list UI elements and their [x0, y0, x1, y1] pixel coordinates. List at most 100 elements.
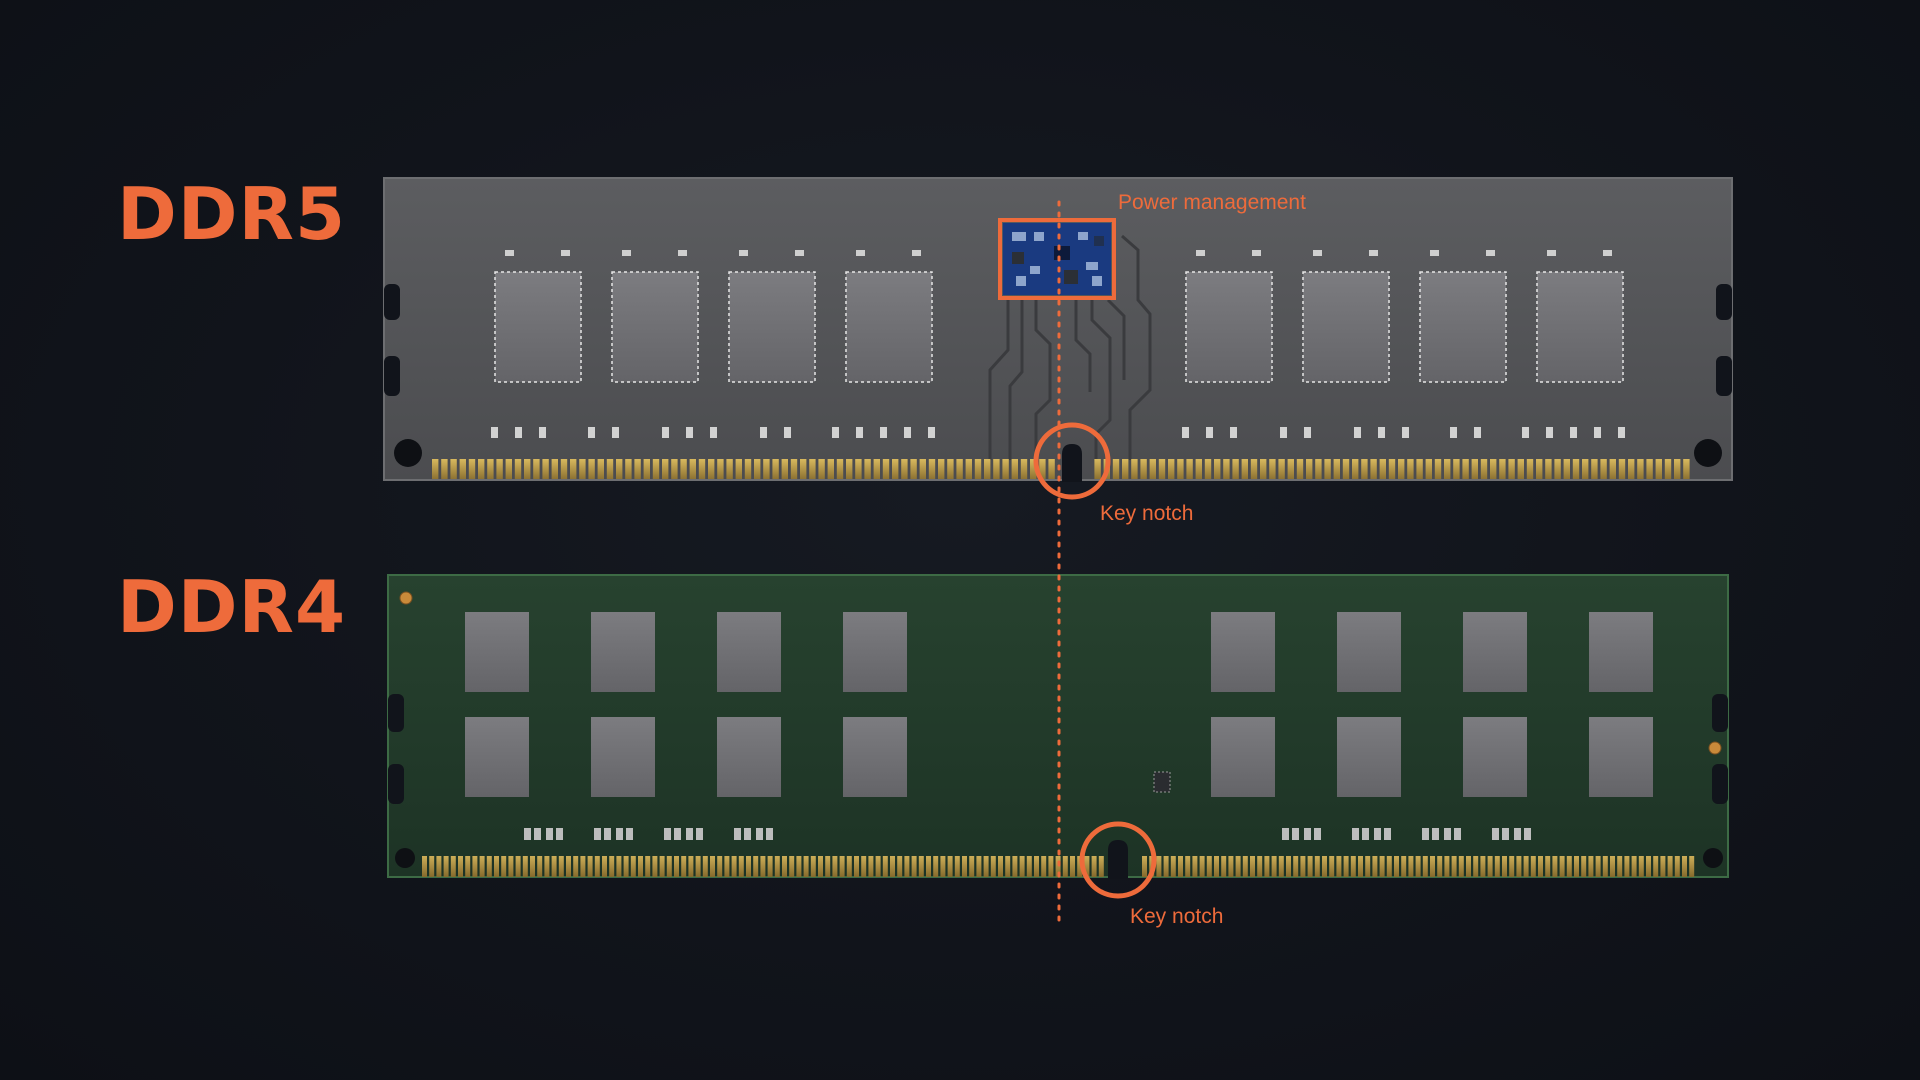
ddr4-gold-pin: [774, 856, 780, 877]
pmic-highlight-box: [998, 218, 1116, 300]
ddr4-capacitor: [766, 828, 773, 840]
ddr5-gold-pin: [947, 459, 954, 479]
ddr4-gold-pin: [580, 856, 586, 877]
ddr4-memory-chip: [843, 612, 907, 692]
ddr5-gold-pin: [827, 459, 834, 479]
ddr4-gold-pin: [1142, 856, 1147, 877]
ddr4-mounting-hole: [395, 848, 415, 868]
ddr4-memory-chip: [465, 612, 529, 692]
ddr4-gold-pin: [1091, 856, 1097, 877]
ddr4-mounting-hole: [1703, 848, 1723, 868]
ddr4-gold-pin: [1365, 856, 1371, 877]
ddr5-gold-pin: [680, 459, 687, 479]
ddr5-capacitor: [1354, 427, 1361, 438]
ddr5-gold-pin: [652, 459, 660, 479]
ddr5-gold-pin: [459, 459, 466, 479]
ddr4-gold-pin: [1163, 856, 1169, 877]
ddr5-gold-pin: [671, 459, 678, 479]
ddr4-gold-pin: [983, 856, 989, 877]
ddr5-gold-pin: [919, 459, 926, 479]
ddr5-gold-pin: [1490, 459, 1497, 479]
ddr5-gold-pin: [708, 459, 715, 479]
ddr4-memory-chip: [1463, 612, 1527, 692]
ddr5-capacitor: [612, 427, 619, 438]
ddr4-gold-pin: [746, 856, 751, 877]
ddr5-gold-pin: [1342, 459, 1350, 479]
ddr5-gold-pin: [1674, 459, 1681, 479]
ddr4-gold-pin: [796, 856, 802, 877]
ddr5-gold-pin: [1177, 459, 1184, 479]
ddr4-gold-pin: [1084, 856, 1090, 877]
ddr4-gold-pin: [443, 856, 449, 877]
ddr4-memory-chip: [717, 717, 781, 797]
ddr5-gold-pin: [1591, 459, 1598, 479]
ddr4-gold-pin: [1602, 856, 1608, 877]
ddr4-gold-pin: [494, 856, 499, 877]
ddr5-gold-pin: [781, 459, 788, 479]
ddr4-gold-pin: [976, 856, 982, 877]
ddr5-capacitor: [1230, 427, 1237, 438]
ddr5-gold-pin: [588, 459, 595, 479]
ddr5-capacitor: [1402, 427, 1409, 438]
ddr4-notch-highlight-circle: [1079, 821, 1157, 899]
ddr4-gold-pin: [1329, 856, 1335, 877]
ddr4-gold-pin: [710, 856, 715, 877]
ddr4-capacitor: [626, 828, 633, 840]
ddr4-gold-pin: [1523, 856, 1529, 877]
ddr4-gold-pin: [1242, 856, 1248, 877]
ddr5-gold-pin: [1269, 459, 1276, 479]
ddr4-capacitor: [556, 828, 563, 840]
ddr5-gold-pin: [965, 459, 972, 479]
ddr4-gold-pin: [1530, 856, 1536, 877]
ddr4-gold-pin: [890, 856, 895, 877]
ddr5-smd-pad: [1369, 250, 1378, 256]
ddr4-gold-pin: [1552, 856, 1558, 877]
ddr4-gold-pin: [666, 856, 672, 877]
ddr4-gold-pin: [904, 856, 910, 877]
ddr5-memory-chip: [611, 271, 699, 383]
ddr5-capacitor: [588, 427, 595, 438]
ddr5-gold-pin: [1628, 459, 1635, 479]
ddr4-gold-pin: [1214, 856, 1219, 877]
ddr5-gold-pin: [1112, 459, 1120, 479]
ddr4-gold-pin: [1314, 856, 1320, 877]
ddr4-gold-pin: [717, 856, 723, 877]
ddr4-gold-pin: [465, 856, 471, 877]
ddr5-gold-pin: [533, 459, 540, 479]
ddr5-gold-pin: [1048, 459, 1055, 479]
ddr5-gold-pin: [1122, 459, 1129, 479]
ddr4-capacitor: [546, 828, 553, 840]
ddr5-gold-pin: [938, 459, 945, 479]
ddr4-gold-pin: [1178, 856, 1183, 877]
ddr5-left-latch-notch: [384, 356, 400, 396]
ddr4-capacitor: [1362, 828, 1369, 840]
ddr4-gold-pin: [1034, 856, 1039, 877]
ddr5-gold-pin: [763, 459, 770, 479]
ddr5-gold-pin: [855, 459, 862, 479]
ddr5-gold-pin: [1471, 459, 1478, 479]
ddr4-gold-pin: [962, 856, 967, 877]
ddr5-gold-pin: [1407, 459, 1414, 479]
ddr4-gold-pin: [458, 856, 463, 877]
ddr4-gold-pin: [1026, 856, 1032, 877]
ddr4-gold-pin: [1682, 856, 1687, 877]
ddr4-right-latch-notch: [1712, 694, 1728, 732]
ddr5-gold-pin: [846, 459, 853, 479]
ddr5-gold-pin: [1398, 459, 1405, 479]
ddr5-gold-pin: [1333, 459, 1340, 479]
ddr4-gold-pin: [1646, 856, 1651, 877]
ddr5-capacitor: [1474, 427, 1481, 438]
ddr5-gold-pin: [1011, 459, 1018, 479]
ddr5-capacitor: [1378, 427, 1385, 438]
ddr4-gold-pin: [1228, 856, 1234, 877]
ddr4-small-components: [524, 828, 1531, 840]
ddr4-gold-pin: [998, 856, 1003, 877]
ddr4-gold-pin: [1538, 856, 1543, 877]
ddr4-gold-pin: [1199, 856, 1205, 877]
ddr5-gold-pin: [1140, 459, 1147, 479]
ddr4-gold-pin: [1516, 856, 1522, 877]
ddr5-gold-pin: [717, 459, 724, 479]
ddr4-gold-pin: [954, 856, 960, 877]
ddr4-gold-pin: [1235, 856, 1241, 877]
ddr5-gold-pin: [809, 459, 816, 479]
